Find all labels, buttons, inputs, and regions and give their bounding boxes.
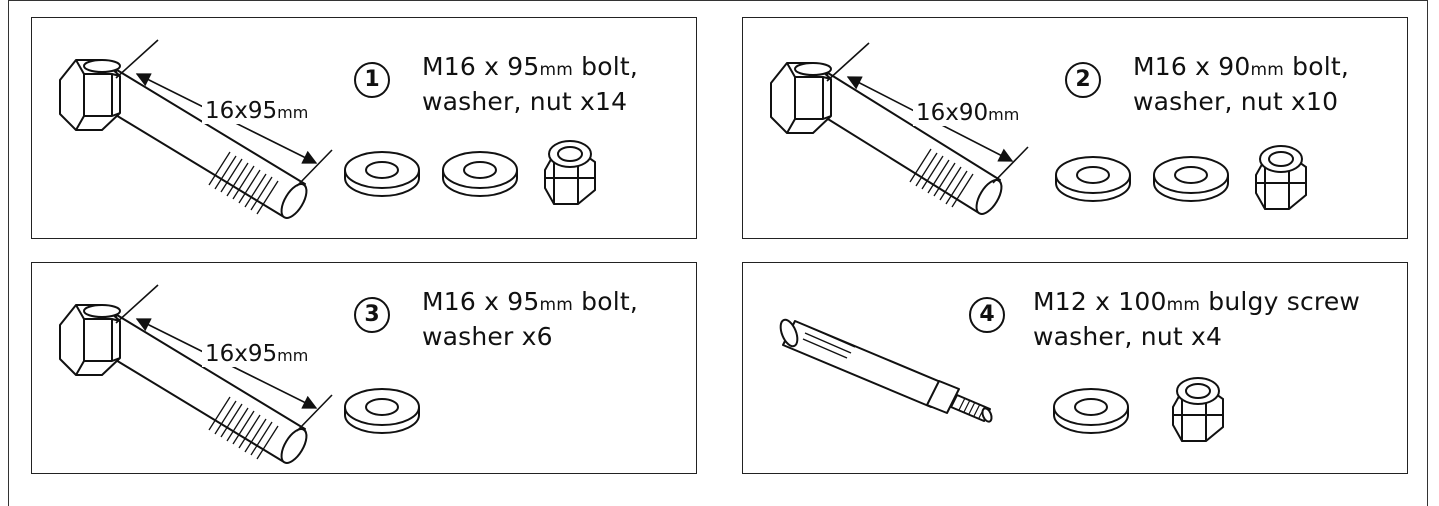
hardware-panel-4: 4 M12 x 100mm bulgy screw washer, nut x4: [742, 262, 1408, 474]
dimension-label: 16x95mm: [202, 98, 312, 124]
bulgy-screw-illustration: [779, 318, 1224, 442]
page-frame: [8, 0, 1428, 506]
bolt-m16x90-illustration: [770, 42, 1307, 215]
item-number-badge: 2: [1065, 62, 1101, 98]
hardware-panel-2: 16x90mm 2 M16 x 90mm bolt, washer, nut x…: [742, 17, 1408, 239]
hardware-panel-1: 16x95mm 1 M16 x 95mm bolt, washer, nut x…: [31, 17, 697, 239]
item-description: M16 x 90mm bolt, washer, nut x10: [1133, 52, 1350, 116]
item-description: M12 x 100mm bulgy screw washer, nut x4: [1033, 287, 1361, 351]
item-number-badge: 3: [354, 297, 390, 333]
dimension-label: 16x90mm: [913, 100, 1023, 126]
item-description: M16 x 95mm bolt, washer x6: [422, 287, 639, 351]
item-description: M16 x 95mm bolt, washer, nut x14: [422, 52, 639, 116]
dimension-label: 16x95mm: [202, 341, 312, 367]
hardware-panel-3: 16x95mm 3 M16 x 95mm bolt, washer x6: [31, 262, 697, 474]
bolt-m16x95-illustration: [59, 284, 420, 464]
item-number-badge: 4: [969, 297, 1005, 333]
item-number-badge: 1: [354, 62, 390, 98]
